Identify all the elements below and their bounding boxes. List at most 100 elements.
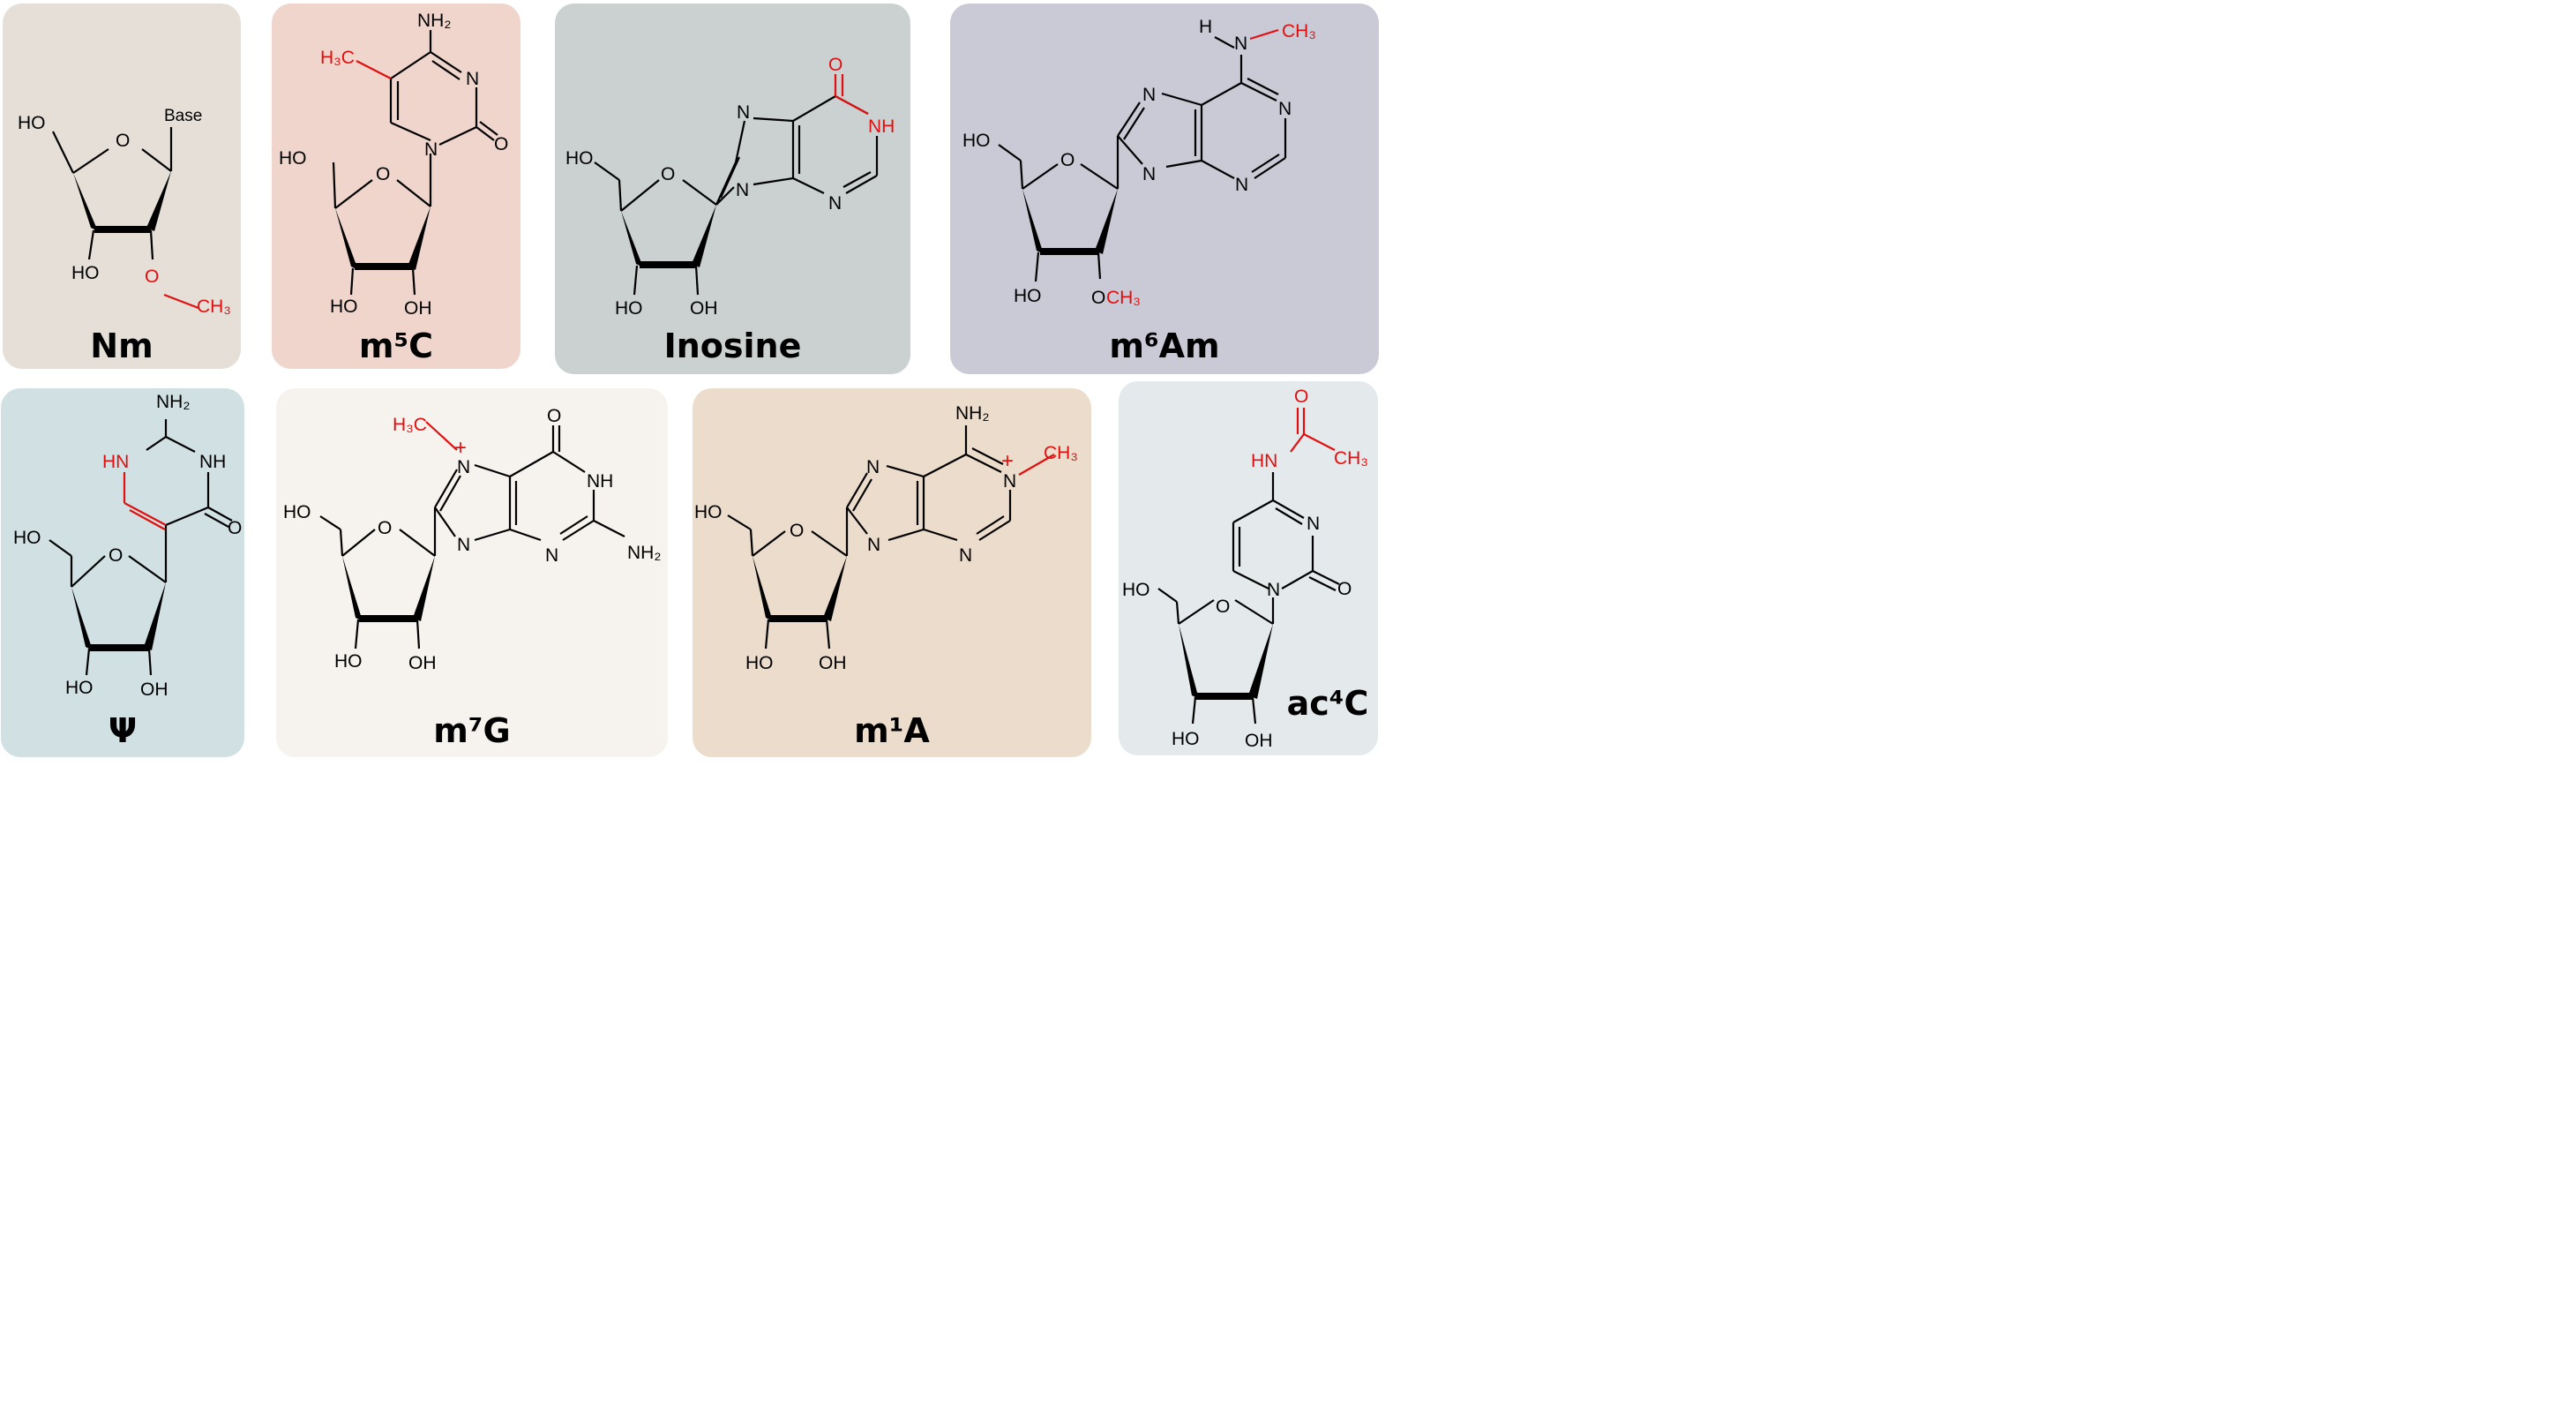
m1a-ring-o: O	[790, 521, 804, 541]
inosine-structure: HO O N N N O NH HO OH	[565, 55, 895, 319]
m1a-oh-label: OH	[819, 653, 847, 673]
inosine-label: Inosine	[663, 327, 802, 365]
m1a-structure: NH₂ + N CH₃ N N N HO O HO OH	[694, 403, 1078, 673]
m7g-h3c-label: H₃C	[393, 415, 427, 435]
ac4c-n1-label: N	[1267, 580, 1280, 600]
m6am-n3-label: N	[1235, 175, 1248, 195]
m5c-ho-2-label: HO	[330, 297, 358, 317]
nm-ho-2-label: HO	[71, 263, 100, 283]
inosine-oh-label: OH	[690, 298, 718, 319]
ac4c-structure: O HN CH₃ N O N HO O HO OH	[1122, 387, 1368, 751]
psi-oh-label: OH	[140, 679, 168, 700]
psi-panel: NH₂ HN NH O HO O HO OH Ψ	[1, 388, 244, 757]
m5c-structure: H₃C NH₂ N O N HO O HO OH	[279, 11, 508, 319]
ac4c-label: ac⁴C	[1286, 684, 1369, 723]
psi-nh2-label: NH₂	[156, 392, 190, 412]
psi-o-label: O	[228, 518, 242, 538]
m7g-ho-2-label: HO	[334, 651, 363, 672]
m5c-panel: H₃C NH₂ N O N HO O HO OH m⁵C	[272, 4, 520, 369]
m6am-ring-o: O	[1060, 150, 1075, 170]
m7g-ho-label: HO	[283, 502, 311, 522]
inosine-ho-label: HO	[565, 148, 594, 169]
m1a-plus-label: +	[1001, 449, 1014, 473]
ac4c-o2-label: O	[1337, 579, 1352, 599]
m7g-ring-o: O	[378, 518, 392, 538]
m1a-label: m¹A	[854, 711, 930, 750]
m5c-h3c-label: H₃C	[320, 48, 355, 68]
nm-ring-o: O	[116, 131, 130, 151]
psi-nh-label: NH	[199, 452, 226, 472]
inosine-n7-label: N	[737, 102, 750, 123]
nm-label: Nm	[90, 327, 154, 365]
psi-hn-label: HN	[102, 452, 129, 472]
m5c-label: m⁵C	[358, 327, 434, 365]
ac4c-ring-o: O	[1216, 597, 1230, 617]
inosine-n3-label: N	[828, 193, 842, 214]
m5c-oh-label: OH	[404, 298, 432, 319]
m1a-nh2-label: NH₂	[955, 403, 989, 424]
m7g-structure: H₃C + N O NH NH₂ N N HO O HO OH	[283, 406, 661, 673]
psi-ho-2-label: HO	[65, 678, 94, 698]
m7g-panel: H₃C + N O NH NH₂ N N HO O HO OH m⁷G	[276, 388, 668, 757]
nm-panel: HO O Base HO O CH₃ Nm	[3, 4, 241, 369]
ac4c-hn-label: HN	[1251, 451, 1277, 471]
ac4c-o-label: O	[1294, 387, 1308, 407]
inosine-panel: HO O N N N O NH HO OH Inosine	[555, 4, 910, 374]
nm-structure: HO O Base HO O CH₃	[18, 107, 231, 317]
inosine-nh-label: NH	[868, 116, 895, 137]
inosine-ring-o: O	[661, 164, 675, 184]
m7g-oh-label: OH	[408, 653, 437, 673]
m5c-n1-label: N	[424, 139, 438, 160]
inosine-n9-label: N	[736, 180, 749, 200]
m7g-plus-label: +	[454, 436, 467, 460]
m6am-structure: H N CH₃ N N N N HO O HO O CH₃	[962, 17, 1316, 308]
psi-structure: NH₂ HN NH O HO O HO OH	[13, 392, 242, 700]
ac4c-ch3-label: CH₃	[1334, 448, 1368, 469]
nm-ho-label: HO	[18, 113, 46, 133]
m6am-ho-2-label: HO	[1014, 286, 1042, 306]
m6am-o-label: O	[1091, 288, 1105, 308]
m7g-n7-label: N	[457, 457, 470, 477]
m6am-n1-label: N	[1278, 99, 1292, 119]
m6am-ch3-label: CH₃	[1282, 21, 1316, 41]
psi-ho-label: HO	[13, 528, 41, 548]
ac4c-ho-2-label: HO	[1172, 729, 1200, 749]
m1a-ho-2-label: HO	[745, 653, 774, 673]
nm-o-label: O	[145, 267, 159, 287]
m6am-n7-label: N	[1142, 85, 1156, 105]
m1a-ho-label: HO	[694, 502, 723, 522]
m1a-n7-label: N	[866, 457, 880, 477]
m5c-ring-o: O	[376, 164, 390, 184]
ac4c-oh-label: OH	[1245, 731, 1273, 751]
m6am-label: m⁶Am	[1109, 327, 1220, 365]
m7g-label: m⁷G	[433, 711, 511, 750]
ac4c-ho-label: HO	[1122, 580, 1150, 600]
psi-label: Ψ	[108, 711, 138, 750]
m7g-n9-label: N	[457, 535, 470, 555]
m6am-och3-label: CH₃	[1106, 288, 1141, 308]
m5c-o-label: O	[494, 134, 508, 154]
ac4c-n3-label: N	[1307, 514, 1320, 534]
m7g-nh-label: NH	[587, 471, 613, 492]
m6am-ho-label: HO	[962, 131, 991, 151]
m6am-n9-label: N	[1142, 164, 1156, 184]
m1a-ch3-label: CH₃	[1044, 443, 1078, 463]
m5c-ho-label: HO	[279, 148, 307, 169]
m6am-panel: H N CH₃ N N N N HO O HO O CH₃ m⁶Am	[950, 4, 1379, 374]
m7g-n3-label: N	[545, 545, 558, 566]
nm-base-label: Base	[164, 107, 202, 125]
psi-ring-o: O	[109, 545, 123, 566]
m1a-n9-label: N	[867, 535, 880, 555]
m1a-panel: NH₂ + N CH₃ N N N HO O HO OH m¹A	[693, 388, 1091, 757]
m7g-nh2-label: NH₂	[627, 543, 661, 563]
nm-ch3-label: CH₃	[197, 297, 231, 317]
m7g-o-label: O	[547, 406, 561, 426]
inosine-ho-2-label: HO	[615, 298, 643, 319]
ac4c-panel: O HN CH₃ N O N HO O HO OH ac⁴C	[1119, 381, 1378, 755]
m5c-nh2-label: NH₂	[417, 11, 451, 31]
m5c-n3-label: N	[466, 69, 479, 89]
m6am-n6-label: N	[1234, 34, 1247, 54]
m1a-n1-label: N	[1003, 471, 1016, 492]
m1a-n3-label: N	[959, 545, 972, 566]
inosine-o-label: O	[828, 55, 842, 75]
